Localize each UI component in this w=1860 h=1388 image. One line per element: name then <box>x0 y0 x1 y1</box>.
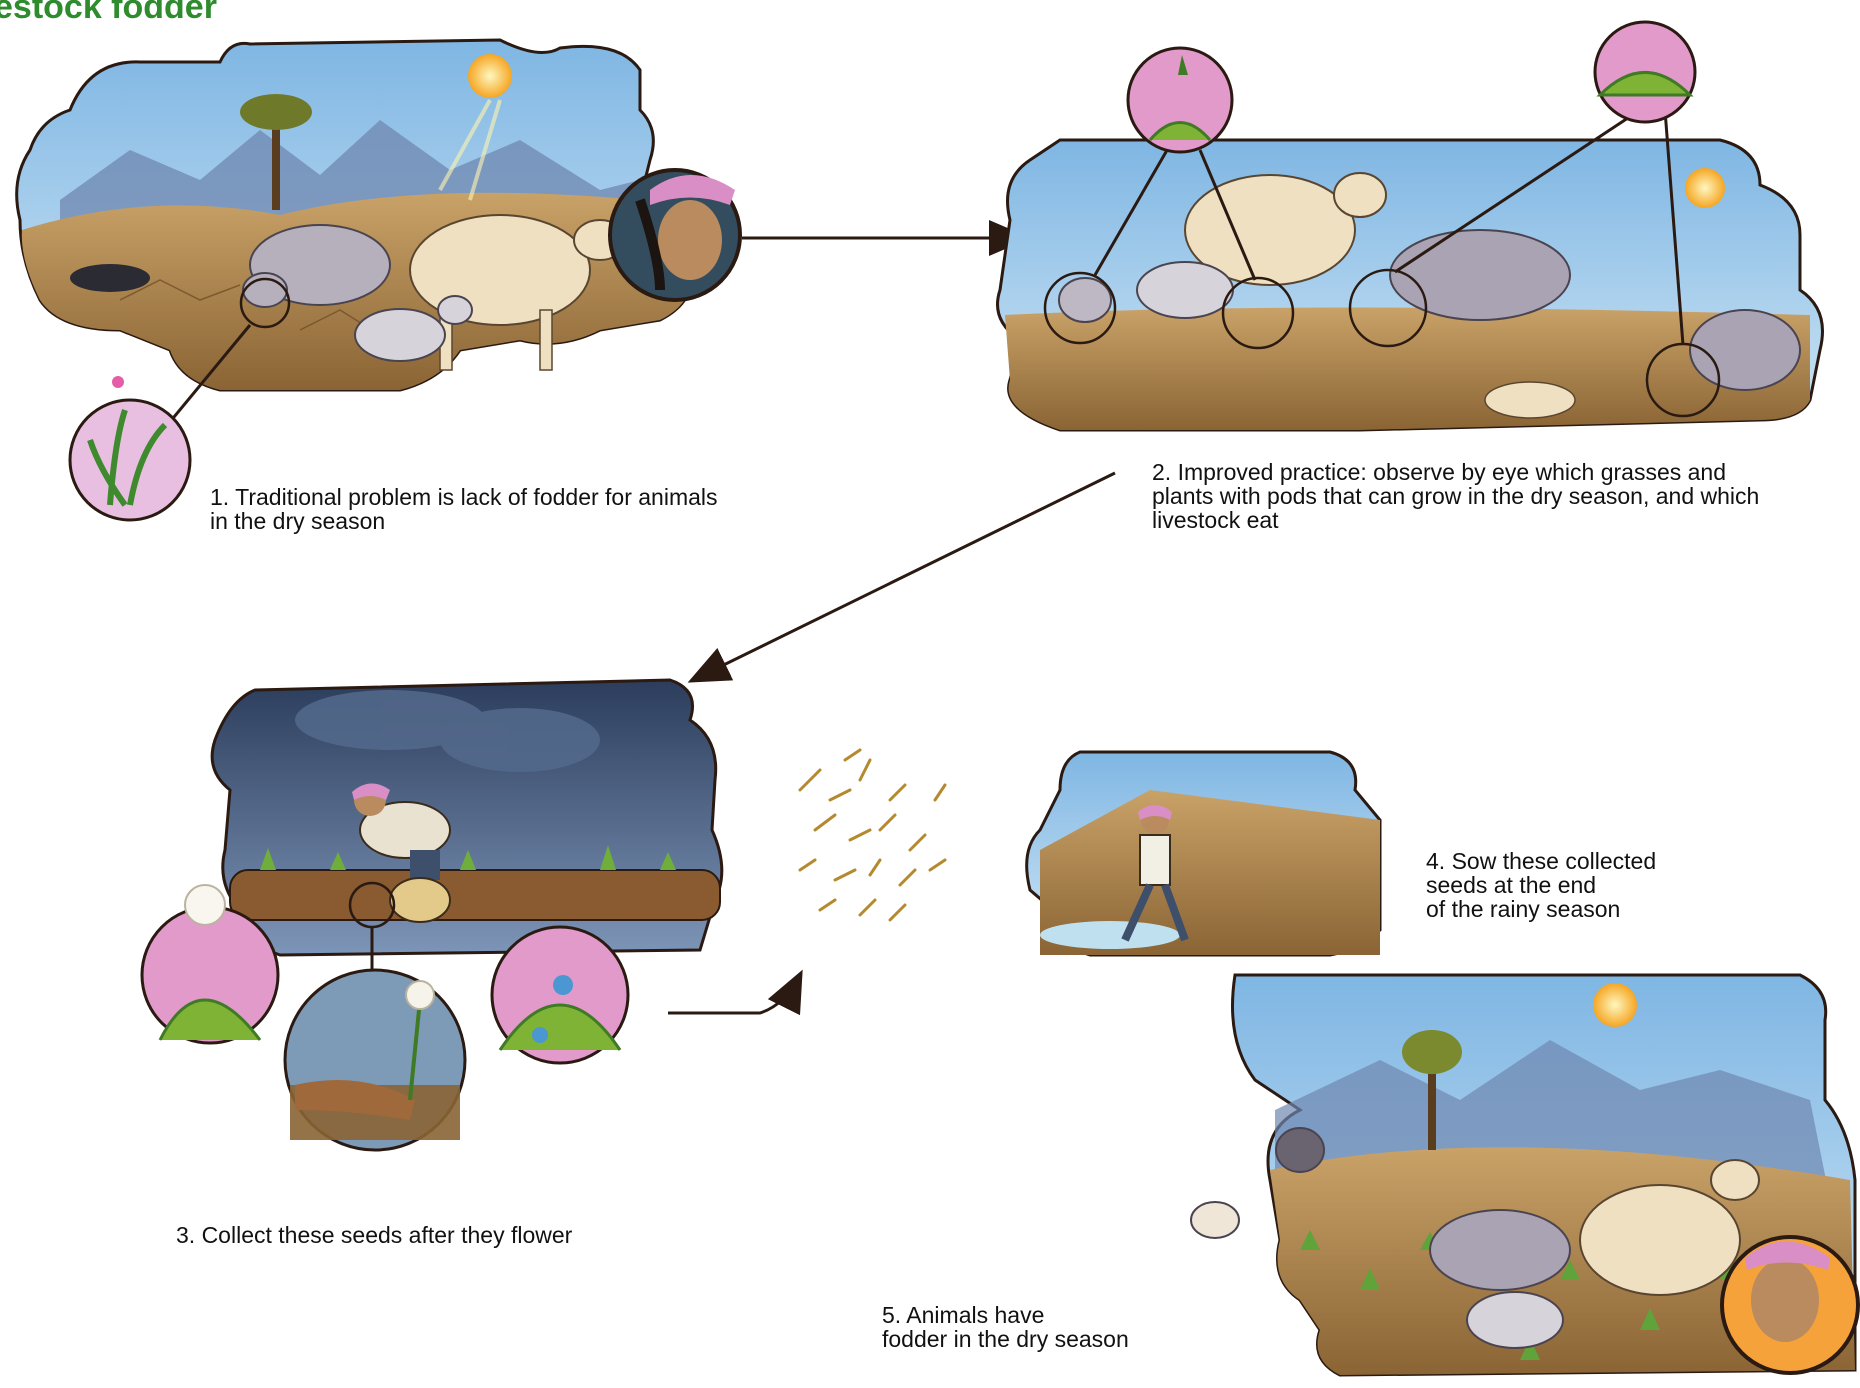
tree-icon <box>1402 1030 1462 1150</box>
grass <box>260 845 676 870</box>
plowed-field <box>1040 790 1380 955</box>
zoom-connectors <box>1093 108 1685 346</box>
soil-strip <box>229 869 721 921</box>
plant-inset <box>1126 46 1234 154</box>
plant-inset <box>140 884 280 1045</box>
plant-inset <box>68 376 192 522</box>
sun-icon <box>1593 983 1637 1027</box>
farmer-face-icon <box>1720 1235 1860 1375</box>
hand-icon <box>295 1080 415 1120</box>
arrow-2-to-3 <box>687 471 1116 683</box>
goat-icon <box>1190 1201 1564 1349</box>
resting-cow <box>1484 381 1576 419</box>
farmer-face-icon <box>608 168 742 302</box>
step-1-caption: 1. Traditional problem is lack of fodder… <box>210 484 718 534</box>
cow-icon <box>1184 172 1387 286</box>
cow-icon <box>1579 1159 1760 1296</box>
step-5-caption: 5. Animals have fodder in the dry season <box>882 1302 1129 1352</box>
page-title-fragment: estock fodder <box>0 0 217 26</box>
farmer-figure <box>1121 805 1189 942</box>
panel-5-fodder <box>1190 973 1860 1377</box>
goat-icon <box>354 295 473 362</box>
sun-icon <box>438 54 512 201</box>
seeds-icon <box>798 748 947 922</box>
arrow-3-to-seeds <box>668 969 803 1016</box>
step-3-caption: 3. Collect these seeds after they flower <box>176 1222 573 1248</box>
dry-ground-2 <box>1005 307 1810 430</box>
panel-2-observe <box>996 20 1824 432</box>
step-4-caption: 4. Sow these collected seeds at the end … <box>1426 848 1657 922</box>
cloud-icon <box>295 690 600 772</box>
flower-icon <box>112 376 124 388</box>
panel-4-sow <box>1025 750 1382 957</box>
tree-icon <box>240 94 312 210</box>
panel-1-drought <box>15 38 742 522</box>
step-2-caption: 2. Improved practice: observe by eye whi… <box>1152 459 1760 533</box>
plant-inset-2 <box>1593 20 1697 124</box>
panel-3-collect <box>140 678 724 1152</box>
zoom-rings <box>1043 268 1721 418</box>
hand-inset <box>283 968 467 1152</box>
farmer-figure <box>352 783 451 923</box>
puddle <box>1040 921 1180 949</box>
zoom-ring <box>239 277 291 329</box>
cow-icon-2 <box>1275 1127 1571 1291</box>
dead-animal <box>70 264 150 292</box>
flower-icon <box>553 975 573 995</box>
goat-icon <box>1058 261 1234 323</box>
flower-inset <box>490 925 630 1065</box>
sun-icon <box>1685 168 1725 208</box>
